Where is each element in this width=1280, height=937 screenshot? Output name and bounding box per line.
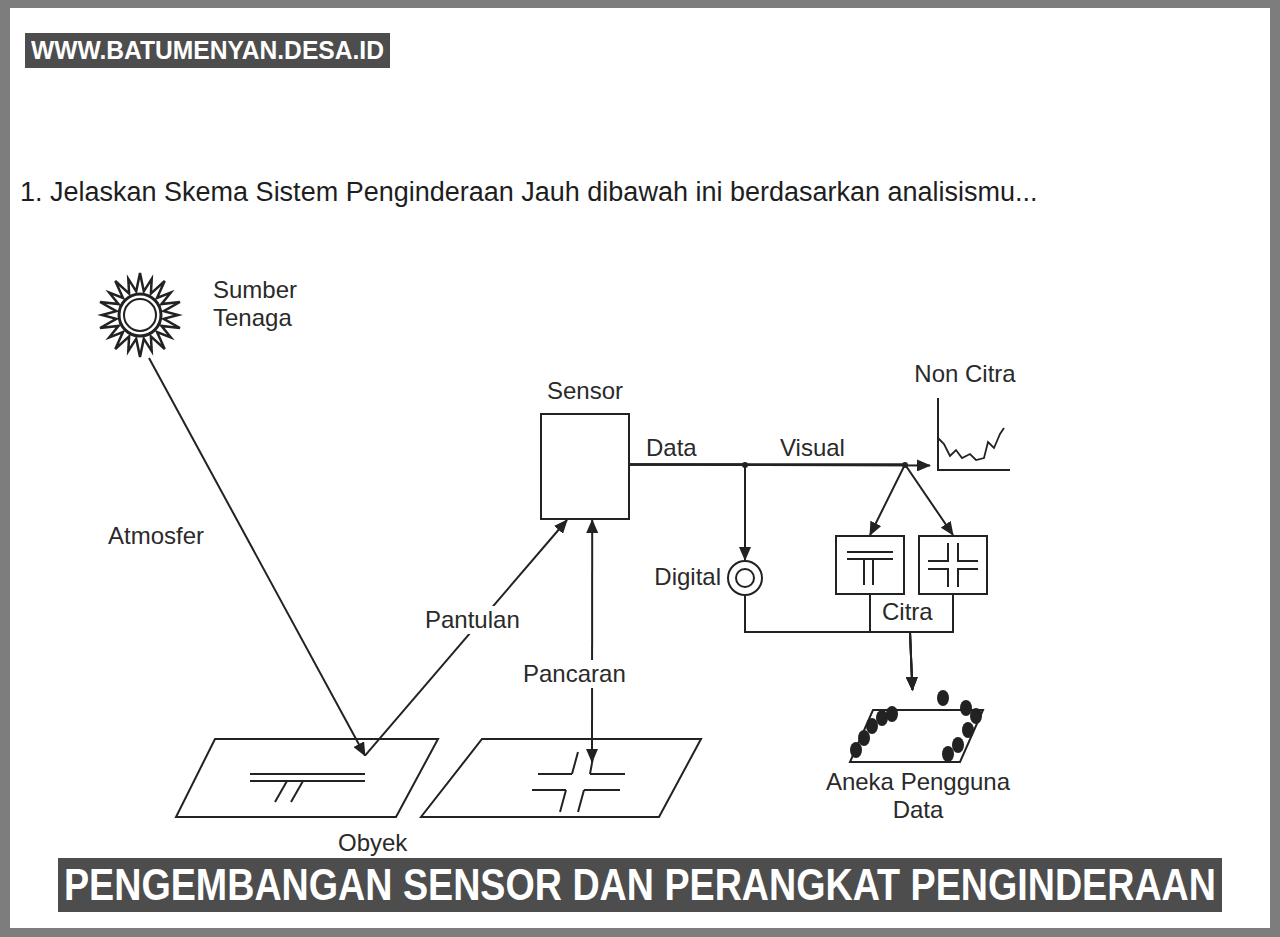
digital-disc-outline [727,560,763,596]
connector-arrow [365,520,567,756]
image-frame [835,535,905,595]
node-label: Digital [623,563,721,591]
connector-arrow [630,464,953,535]
image-label: Citra [880,598,935,626]
node-label: Aneka Pengguna Data [808,768,1028,824]
object-label: Obyek [336,829,409,857]
paper-ground [10,8,1270,928]
connector-label: Pantulan [423,606,522,634]
image-frame [918,535,988,595]
connector-label: Pancaran [521,660,628,688]
watermark-band: WWW.BATUMENYAN.DESA.ID [25,33,390,68]
non-image-graph: Non Citra [930,398,1010,473]
image-frame-outline [835,535,905,595]
caption-banner: PENGEMBANGAN SENSOR DAN PERANGKAT PENGIN… [64,858,1216,912]
energy-source-sun-outline [95,272,185,358]
sensor-box-outline [540,413,630,520]
image-frame-outline [918,535,988,595]
node-label: Sensor [520,377,650,405]
connector-arrow [591,520,593,762]
energy-source-sun: Sumber Tenaga [95,272,185,358]
digital-disc: Digital [727,560,763,596]
connector-arrow [630,464,745,560]
connector-arrow [149,358,365,756]
connector-label: Atmosfer [106,522,206,550]
object-surface-outline [175,738,440,818]
watermark: WWW.BATUMENYAN.DESA.ID [31,33,384,68]
node-label: Sumber Tenaga [213,276,333,332]
non-image-graph-outline [930,398,1010,473]
junction-dot [902,462,908,468]
data-users-outline [848,690,988,766]
node-label: Non Citra [890,360,1040,388]
sensor-box: Sensor [540,413,630,520]
data-users: Aneka Pengguna Data [848,690,988,766]
object-surface [175,738,440,818]
object-surface [420,738,702,818]
junction-dot [742,462,748,468]
caption-banner-band: PENGEMBANGAN SENSOR DAN PERANGKAT PENGIN… [58,858,1222,912]
connector-arrow [630,464,905,535]
connector-label: Data [644,434,699,462]
question-heading: 1. Jelaskan Skema Sistem Penginderaan Ja… [20,176,1038,208]
object-surface-outline [420,738,702,818]
connector-label: Visual [778,434,847,462]
